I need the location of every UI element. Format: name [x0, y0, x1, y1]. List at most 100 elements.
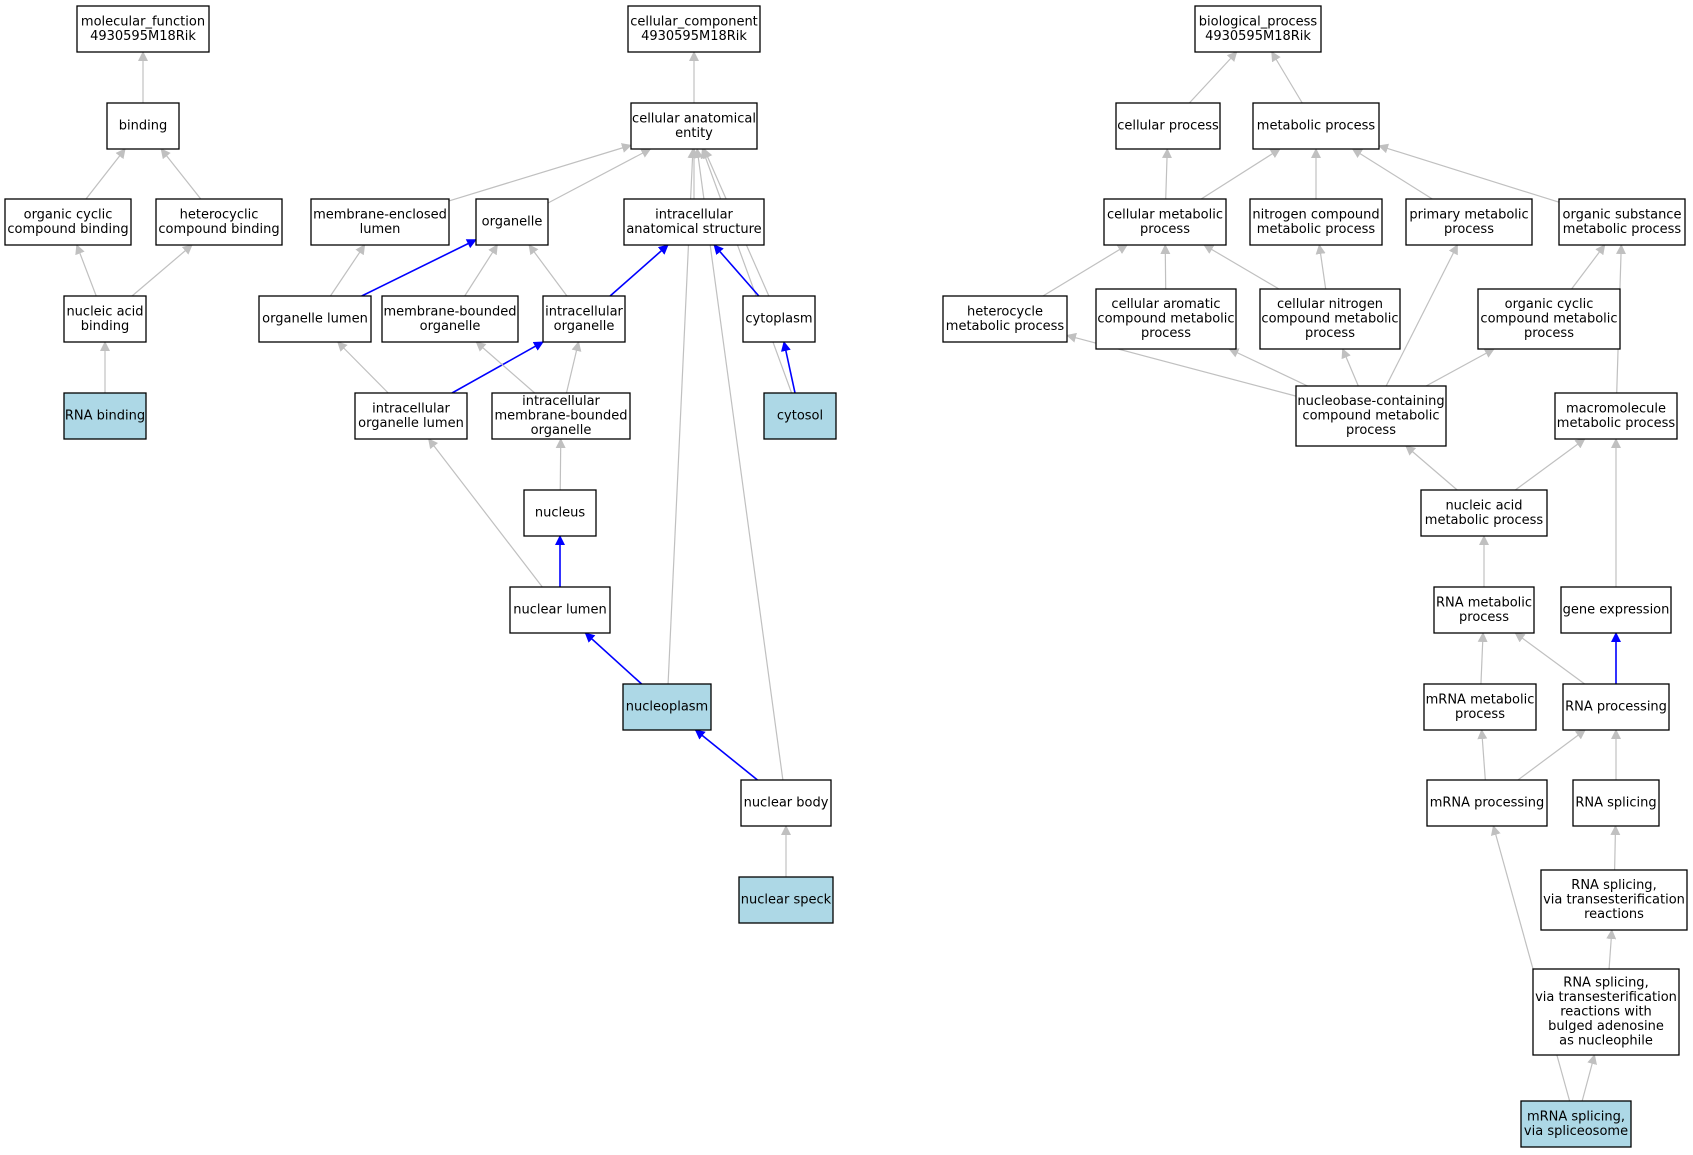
- node-cytoplasm[interactable]: cytoplasm: [742, 295, 816, 343]
- node-label: primary metabolic: [1409, 207, 1528, 222]
- node-rnab[interactable]: RNA binding: [63, 392, 147, 440]
- node-organelle[interactable]: organelle: [475, 198, 549, 246]
- node-mrp[interactable]: mRNA processing: [1426, 779, 1548, 827]
- node-nspeck[interactable]: nuclear speck: [738, 876, 834, 924]
- edge-io-to-organelle: [528, 244, 568, 297]
- node-rstr[interactable]: RNA splicing,via transesterificationreac…: [1540, 869, 1688, 931]
- node-label: compound binding: [7, 222, 128, 237]
- node-cp[interactable]: cellular process: [1115, 102, 1221, 150]
- edge-hmp-to-cmp: [1042, 244, 1128, 297]
- node-label: macromolecule: [1566, 401, 1666, 416]
- node-mrss[interactable]: mRNA splicing,via spliceosome: [1520, 1100, 1632, 1148]
- edge-mp-to-bp: [1271, 51, 1303, 104]
- node-label: organelle: [482, 215, 543, 230]
- node-rp[interactable]: RNA processing: [1562, 683, 1670, 731]
- node-nucleoplasm[interactable]: nucleoplasm: [622, 683, 712, 731]
- node-box: [1558, 198, 1686, 246]
- node-label: cellular metabolic: [1107, 207, 1223, 222]
- node-box: [623, 198, 765, 246]
- edge-mrss-to-rstrb: [1581, 1054, 1597, 1102]
- node-label: membrane-bounded: [383, 304, 516, 319]
- node-box: [1562, 683, 1670, 731]
- node-mp[interactable]: metabolic process: [1252, 102, 1380, 150]
- node-label: cytosol: [777, 409, 823, 424]
- node-box: [1103, 198, 1227, 246]
- node-label: as nucleophile: [1559, 1034, 1653, 1049]
- edge-mrp-to-rp: [1517, 729, 1586, 781]
- node-box: [1405, 198, 1533, 246]
- node-box: [106, 102, 180, 150]
- edge-nab-to-ocb: [75, 244, 97, 297]
- node-label: via transesterification: [1535, 990, 1677, 1005]
- node-label: organelle lumen: [262, 312, 368, 327]
- node-ge[interactable]: gene expression: [1560, 586, 1672, 634]
- edge-ol-to-mel: [329, 244, 366, 297]
- node-cytosol[interactable]: cytosol: [763, 392, 837, 440]
- node-label: 4930595M18Rik: [1205, 29, 1311, 44]
- node-label: process: [1141, 326, 1191, 341]
- node-label: compound metabolic: [1302, 409, 1439, 424]
- node-label: biological_process: [1199, 14, 1318, 29]
- edge-cmp-to-cp: [1162, 148, 1172, 200]
- node-box: [1295, 385, 1447, 447]
- node-ol[interactable]: organelle lumen: [258, 295, 372, 343]
- node-box: [1095, 288, 1237, 350]
- node-label: metabolic process: [1563, 222, 1682, 237]
- node-label: intracellular: [655, 207, 733, 222]
- node-box: [1252, 102, 1380, 150]
- edge-rp-to-rmp: [1514, 632, 1586, 685]
- node-label: cellular_component: [630, 14, 758, 29]
- node-rs[interactable]: RNA splicing: [1572, 779, 1660, 827]
- edge-nbcmp-to-cncmp: [1341, 348, 1359, 387]
- node-box: [1259, 288, 1401, 350]
- node-label: organic substance: [1563, 207, 1682, 222]
- edge-occmp-to-osmp: [1571, 244, 1606, 290]
- node-nbody[interactable]: nuclear body: [740, 779, 832, 827]
- node-box: [523, 489, 597, 537]
- node-rstrb[interactable]: RNA splicing,via transesterificationreac…: [1532, 968, 1680, 1056]
- edge-cncmp-to-cmp: [1203, 244, 1280, 290]
- node-box: [1433, 586, 1535, 634]
- node-label: anatomical structure: [626, 222, 761, 237]
- node-binding[interactable]: binding: [106, 102, 180, 150]
- node-box: [1560, 586, 1672, 634]
- node-nlumen[interactable]: nuclear lumen: [509, 586, 611, 634]
- node-box: [742, 295, 816, 343]
- node-label: entity: [675, 126, 713, 141]
- node-box: [475, 198, 549, 246]
- node-label: 4930595M18Rik: [641, 29, 747, 44]
- edge-mrmp-to-rmp: [1477, 632, 1488, 685]
- edge-layer: [75, 51, 1627, 1102]
- node-box: [627, 5, 761, 53]
- node-box: [1477, 288, 1621, 350]
- node-label: mRNA processing: [1430, 796, 1545, 811]
- node-nucleus[interactable]: nucleus: [523, 489, 597, 537]
